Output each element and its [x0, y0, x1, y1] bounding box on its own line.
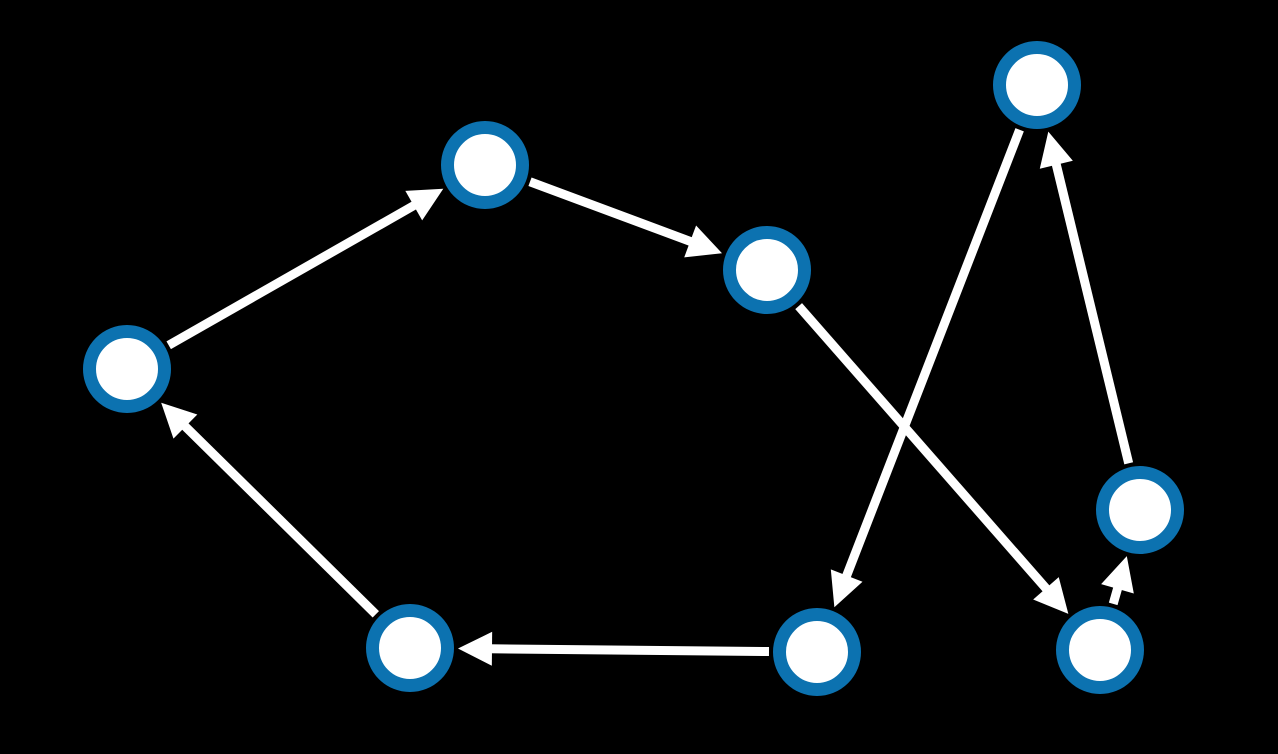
node-circle: [1056, 606, 1144, 694]
edge-upper-left-to-upper-mid[interactable]: [528, 177, 723, 258]
node-upper-mid[interactable]: [723, 226, 811, 314]
edges-layer: [161, 128, 1134, 666]
edge-shaft: [841, 128, 1024, 580]
node-bottom-left[interactable]: [366, 604, 454, 692]
edge-bottom-left-to-left[interactable]: [161, 402, 379, 618]
arrowhead-icon: [161, 402, 198, 439]
edge-bottom-right-to-right-mid[interactable]: [1101, 556, 1134, 606]
edge-right-mid-to-top-right[interactable]: [1039, 131, 1134, 465]
edge-shaft: [1051, 160, 1134, 465]
arrowhead-icon: [1033, 577, 1069, 614]
arrowhead-icon: [684, 225, 723, 258]
node-upper-left[interactable]: [441, 121, 529, 209]
edge-shaft: [795, 303, 1052, 594]
node-circle: [993, 41, 1081, 129]
edge-shaft: [1108, 584, 1123, 606]
edge-shaft: [528, 177, 695, 247]
node-top-right[interactable]: [993, 41, 1081, 129]
nodes-layer: [83, 41, 1184, 696]
arrowhead-icon: [458, 631, 493, 666]
edge-shaft: [489, 644, 770, 657]
arrowhead-icon: [830, 569, 863, 608]
node-bottom-mid[interactable]: [773, 608, 861, 696]
edge-shaft: [166, 200, 419, 350]
arrowhead-icon: [1039, 131, 1073, 169]
node-bottom-right[interactable]: [1056, 606, 1144, 694]
node-circle: [1096, 466, 1184, 554]
edge-upper-mid-to-bottom-right[interactable]: [795, 303, 1069, 614]
node-right-mid[interactable]: [1096, 466, 1184, 554]
edge-left-to-upper-left[interactable]: [166, 188, 444, 350]
edge-top-right-to-bottom-mid[interactable]: [830, 128, 1024, 608]
node-circle: [441, 121, 529, 209]
node-left[interactable]: [83, 325, 171, 413]
arrowhead-icon: [1101, 556, 1134, 594]
node-circle: [83, 325, 171, 413]
node-circle: [723, 226, 811, 314]
node-circle: [366, 604, 454, 692]
node-circle: [773, 608, 861, 696]
arrowhead-icon: [405, 188, 444, 221]
edge-bottom-mid-to-bottom-left[interactable]: [458, 631, 770, 666]
edge-shaft: [180, 421, 379, 618]
